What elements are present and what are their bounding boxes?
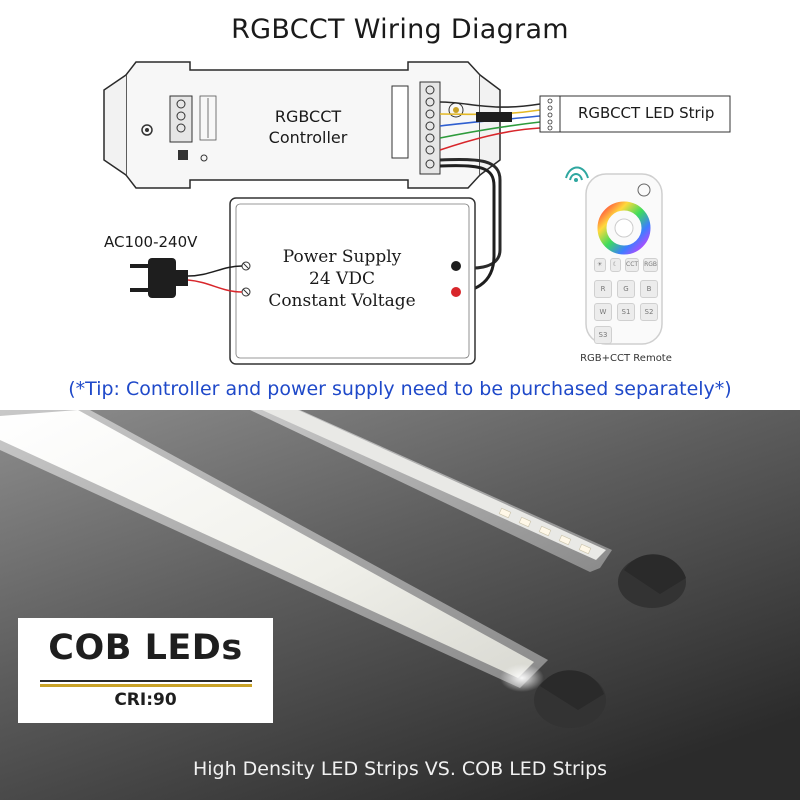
cob-badge: COB LEDs CRI:90	[18, 618, 273, 723]
led-strip-label: RGBCCT LED Strip	[578, 104, 715, 122]
purchase-tip: (*Tip: Controller and power supply need …	[68, 378, 732, 400]
remote-control	[565, 166, 663, 345]
remote-button-r[interactable]: R	[594, 280, 612, 298]
power-supply-label: Power Supply 24 VDC Constant Voltage	[262, 246, 422, 312]
power-supply	[229, 197, 476, 365]
psu-label-line1: Power Supply	[282, 247, 402, 267]
remote-button-w[interactable]: W	[594, 303, 612, 321]
badge-cri: CRI:90	[114, 690, 177, 710]
photo-caption: High Density LED Strips VS. COB LED Stri…	[192, 758, 608, 780]
controller-label-line1: RGBCCT	[274, 107, 342, 126]
badge-title: COB LEDs	[48, 628, 243, 668]
output-wires	[439, 101, 541, 151]
badge-divider	[40, 680, 252, 682]
high-density-strip	[250, 410, 686, 608]
remote-button-cct[interactable]: CCT	[625, 258, 640, 272]
diagram-drawing	[103, 61, 731, 365]
remote-button-s1[interactable]: S1	[617, 303, 635, 321]
ac-voltage-label: AC100-240V	[104, 233, 198, 251]
photo-scene	[0, 410, 800, 800]
product-photo: COB LEDs CRI:90 High Density LED Strips …	[0, 410, 800, 800]
psu-label-line3: Constant Voltage	[268, 291, 416, 311]
diagram-title: RGBCCT Wiring Diagram	[231, 14, 569, 45]
badge-gold-bar	[40, 684, 252, 687]
remote-button-s2[interactable]: S2	[640, 303, 658, 321]
ac-plug	[130, 258, 243, 298]
remote-moon-icon[interactable]: ☾	[609, 258, 622, 272]
wiring-diagram: RGBCCT Wiring Diagram	[68, 14, 732, 400]
controller	[103, 61, 501, 189]
led-strip-end	[539, 95, 731, 133]
remote-button-g[interactable]: G	[617, 280, 635, 298]
remote-sun-icon[interactable]: ☀	[594, 258, 606, 272]
remote-label: RGB+CCT Remote	[580, 353, 672, 364]
remote-button-b[interactable]: B	[640, 280, 658, 298]
remote-button-rgb[interactable]: RGB	[643, 258, 658, 272]
cob-strip	[0, 410, 606, 728]
controller-label: RGBCCT Controller	[248, 106, 368, 148]
controller-label-line2: Controller	[268, 128, 348, 147]
psu-label-line2: 24 VDC	[309, 269, 375, 289]
remote-button-s3[interactable]: S3	[594, 326, 612, 344]
